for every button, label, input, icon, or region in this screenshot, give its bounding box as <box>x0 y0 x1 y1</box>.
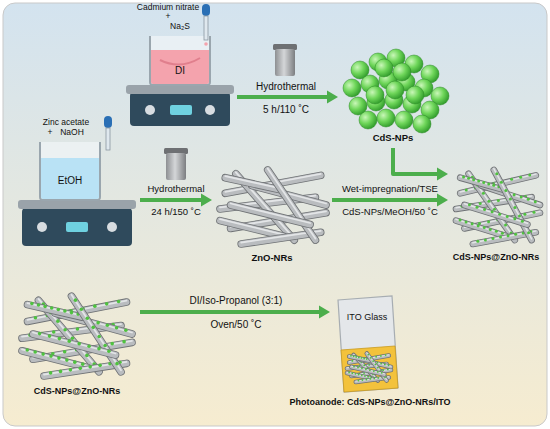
background-panel <box>3 3 547 426</box>
beaker <box>150 36 210 85</box>
process-stage: CdS-NPs@ZnO-NRs <box>448 158 545 266</box>
nanorods <box>22 168 540 382</box>
step-label: Na₂S <box>170 22 190 31</box>
process-stage: DI <box>125 30 237 130</box>
step-label: NaOH <box>60 128 84 137</box>
stage-label: ITO Glass <box>347 313 387 323</box>
process-arrow <box>140 306 330 319</box>
process-arrow <box>237 91 338 104</box>
cds-nanoparticles <box>343 49 449 133</box>
dropper <box>202 4 210 46</box>
process-stage: ITO GlassPhotoanode: CdS-NPs@ZnO-NRs/ITO <box>330 290 410 412</box>
dropper <box>104 116 112 150</box>
hot-plate <box>18 200 136 246</box>
step-label: Zinc acetate <box>43 118 89 127</box>
hot-plate <box>126 85 234 126</box>
stage-label: Photoanode: CdS-NPs@ZnO-NRs/ITO <box>289 398 450 408</box>
step-label: Hydrothermal <box>256 81 316 92</box>
process-stage: ZnO-NRs <box>212 158 332 266</box>
process-arrow <box>332 194 448 207</box>
step-label: CdS-NPs/MeOH/50 ˚C <box>342 207 438 217</box>
step-label: Cadmium nitrate <box>137 3 199 12</box>
step-label: Oven/50 ˚C <box>210 319 261 330</box>
step-label: Wet-impregnation/TSE <box>342 184 438 194</box>
autoclave <box>273 44 297 76</box>
process-arrow <box>140 194 212 207</box>
step-label: 5 h/110 ˚C <box>263 104 309 115</box>
stage-label: EtOH <box>58 175 82 186</box>
step-label: + <box>48 128 53 137</box>
step-label: DI/Iso-Propanol (3:1) <box>190 295 283 306</box>
step-label: + <box>166 12 171 21</box>
process-stage: CdS-NPs@ZnO-NRs <box>15 282 140 402</box>
process-stage: CdS-NPs <box>338 48 448 148</box>
stage-label: CdS-NPs@ZnO-NRs <box>34 387 120 397</box>
process-stage: EtOH <box>15 140 140 255</box>
beaker <box>40 142 100 200</box>
ito-glass <box>338 296 398 392</box>
step-label: 24 h/150 ˚C <box>151 207 201 217</box>
step-label: Hydrothermal <box>147 184 204 194</box>
stage-label: CdS-NPs@ZnO-NRs <box>453 253 539 263</box>
stage-label: DI <box>175 65 185 76</box>
stage-label: CdS-NPs <box>373 133 414 143</box>
stage-label: ZnO-NRs <box>251 253 292 263</box>
autoclave <box>164 148 188 180</box>
process-arrow <box>393 148 448 181</box>
